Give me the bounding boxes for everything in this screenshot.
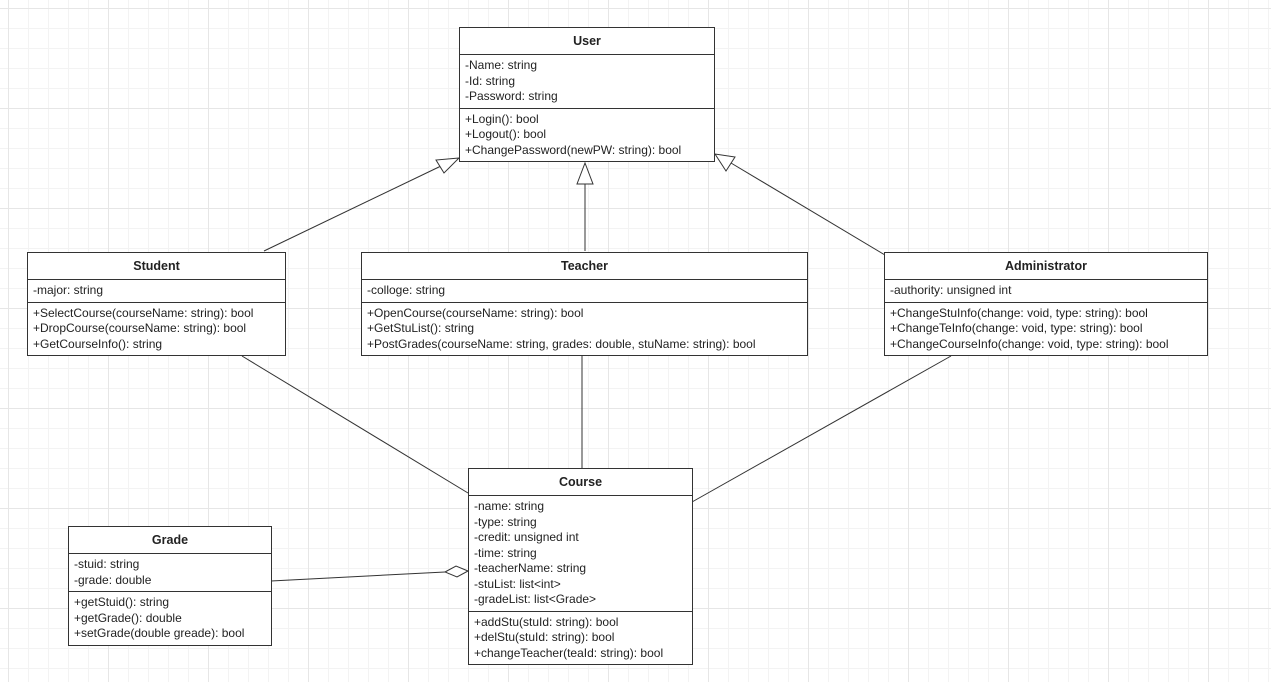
class-student-title: Student	[28, 253, 285, 280]
method: +addStu(stuId: string): bool	[474, 614, 619, 629]
method: +changeTeacher(teaId: string): bool	[474, 645, 664, 660]
attribute: -stuid: string	[74, 557, 140, 571]
class-administrator[interactable]: Administrator -authority: unsigned int +…	[884, 252, 1208, 356]
method: +DropCourse(courseName: string): bool	[33, 321, 247, 335]
class-course[interactable]: Course -name: string -type: string -cred…	[468, 468, 693, 665]
class-administrator-methods: +ChangeStuInfo(change: void, type: strin…	[885, 301, 1207, 356]
method: +OpenCourse(courseName: string): bool	[367, 305, 584, 320]
class-course-methods: +addStu(stuId: string): bool +delStu(stu…	[469, 610, 692, 665]
class-user[interactable]: User -Name: string -Id: string -Password…	[459, 27, 715, 162]
method: +GetCourseInfo(): string	[33, 336, 163, 351]
generalization-arrowhead-teacher	[576, 161, 594, 185]
attribute: -grade: double	[74, 572, 152, 587]
attribute: -Password: string	[465, 89, 558, 103]
administrator-user-generalization-line	[730, 162, 886, 256]
student-course-association-line	[241, 355, 469, 494]
class-student-methods: +SelectCourse(courseName: string): bool …	[28, 301, 285, 356]
attribute: -colloge: string	[367, 283, 446, 297]
method: +SelectCourse(courseName: string): bool	[33, 305, 254, 320]
aggregation-diamond	[443, 565, 470, 578]
attribute: -Name: string	[465, 58, 538, 72]
class-course-title: Course	[469, 469, 692, 496]
attribute: -major: string	[33, 283, 104, 297]
attribute: -time: string	[474, 545, 537, 560]
class-teacher[interactable]: Teacher -colloge: string +OpenCourse(cou…	[361, 252, 808, 356]
class-user-title: User	[460, 28, 714, 55]
method: +ChangeCourseInfo(change: void, type: st…	[890, 336, 1169, 351]
attribute: -gradeList: list<Grade>	[474, 592, 597, 606]
administrator-course-association-line	[691, 355, 952, 503]
method: +delStu(stuId: string): bool	[474, 630, 615, 644]
method: +getStuid(): string	[74, 595, 170, 609]
attribute: -Id: string	[465, 73, 516, 88]
class-student-attributes: -major: string	[28, 280, 285, 302]
method: +PostGrades(courseName: string, grades: …	[367, 336, 756, 351]
attribute: -stuList: list<int>	[474, 576, 561, 591]
method: +Login(): bool	[465, 111, 539, 126]
generalization-arrowhead-administrator	[713, 153, 736, 172]
attribute: -type: string	[474, 514, 537, 529]
class-grade[interactable]: Grade -stuid: string -grade: double +get…	[68, 526, 272, 646]
class-student[interactable]: Student -major: string +SelectCourse(cou…	[27, 252, 286, 356]
class-course-attributes: -name: string -type: string -credit: uns…	[469, 496, 692, 611]
class-teacher-attributes: -colloge: string	[362, 280, 807, 302]
class-teacher-methods: +OpenCourse(courseName: string): bool +G…	[362, 301, 807, 356]
attribute: -credit: unsigned int	[474, 530, 579, 544]
class-teacher-title: Teacher	[362, 253, 807, 280]
method: +ChangePassword(newPW: string): bool	[465, 142, 682, 157]
method: +Logout(): bool	[465, 127, 547, 141]
class-administrator-title: Administrator	[885, 253, 1207, 280]
class-user-methods: +Login(): bool +Logout(): bool +ChangePa…	[460, 107, 714, 162]
grade-course-aggregation-line	[270, 571, 446, 582]
class-grade-attributes: -stuid: string -grade: double	[69, 554, 271, 591]
class-grade-methods: +getStuid(): string +getGrade(): double …	[69, 591, 271, 645]
generalization-arrowhead-student	[435, 157, 461, 174]
method: +setGrade(double greade): bool	[74, 626, 245, 640]
method: +ChangeTeInfo(change: void, type: string…	[890, 321, 1143, 335]
method: +GetStuList(): string	[367, 321, 475, 335]
class-user-attributes: -Name: string -Id: string -Password: str…	[460, 55, 714, 108]
class-administrator-attributes: -authority: unsigned int	[885, 280, 1207, 302]
attribute: -authority: unsigned int	[890, 283, 1012, 297]
attribute: -name: string	[474, 499, 545, 513]
method: +ChangeStuInfo(change: void, type: strin…	[890, 305, 1148, 320]
class-grade-title: Grade	[69, 527, 271, 554]
student-user-generalization-line	[263, 165, 442, 252]
attribute: -teacherName: string	[474, 561, 587, 575]
method: +getGrade(): double	[74, 610, 182, 625]
